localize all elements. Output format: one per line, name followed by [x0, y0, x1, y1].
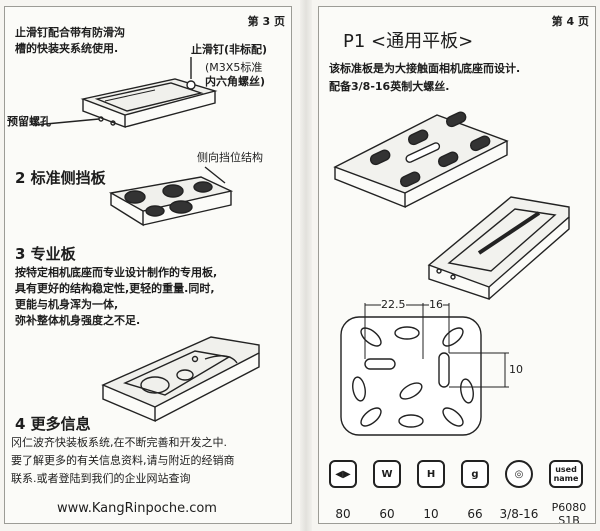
weight-icon: g: [461, 460, 489, 488]
used-name-value: P6080 S1B: [551, 501, 587, 524]
dimension-10: 10: [509, 363, 523, 376]
length-icon: ◀▶: [329, 460, 357, 488]
height-icon: H: [417, 460, 445, 488]
screw-value: 3/8-16: [499, 507, 539, 521]
length-value: 80: [335, 507, 351, 521]
stop-pin-spec-2: 内六角螺丝): [205, 75, 266, 88]
desc-line-1: 该标准板是为大接触面相机底座而设计.: [329, 62, 521, 75]
section-2-heading: 2 标准侧挡板: [15, 169, 106, 187]
section-3-line-2: 具有更好的结构稳定性,更轻的重量.同时,: [15, 282, 215, 295]
section-4-heading: 4 更多信息: [15, 415, 91, 433]
intro-line-2: 槽的快装夹系统使用.: [15, 42, 119, 55]
stop-pin-spec: (M3X5标准: [205, 61, 263, 74]
side-stop-label: 侧向挡位结构: [197, 151, 263, 164]
product-title: P1 <通用平板>: [343, 31, 474, 52]
section-3-heading: 3 专业板: [15, 245, 76, 263]
plate-illustration-1: [34, 57, 260, 423]
used-name-icon: used name: [549, 460, 583, 488]
weight-value: 66: [467, 507, 483, 521]
section-4-line-1: 冈仁波齐快装板系统,在不断完善和开发之中.: [11, 436, 227, 449]
p1-plate-illustration: [333, 111, 570, 436]
page-number: 第 3 页: [247, 15, 285, 28]
website-link[interactable]: www.KangRinpoche.com: [57, 501, 217, 516]
page-number: 第 4 页: [551, 15, 589, 28]
section-4-line-3: 联系.或者登陆到我们的企业网站查询: [11, 472, 191, 485]
height-value: 10: [423, 507, 439, 521]
section-3-line-3: 更能与机身浑为一体,: [15, 298, 119, 311]
page-gutter: [300, 0, 312, 531]
width-value: 60: [379, 507, 395, 521]
desc-line-2: 配备3/8-16英制大螺丝.: [329, 80, 450, 93]
reserve-hole-label: 预留螺孔: [7, 115, 51, 128]
section-3-line-1: 按特定相机底座而专业设计制作的专用板,: [15, 266, 218, 279]
page-4: 第 4 页 P1 <通用平板> 该标准板是为大接触面相机底座而设计. 配备3/8…: [318, 6, 596, 524]
dimension-22-5: 22.5: [381, 298, 406, 312]
dimension-16: 16: [429, 298, 443, 312]
width-icon: W: [373, 460, 401, 488]
section-4-line-2: 要了解更多的有关信息资料,请与附近的经销商: [11, 454, 235, 467]
section-3-line-4: 弥补整体机身强度之不足.: [15, 314, 141, 327]
page-3: 第 3 页 止滑钉配合带有防滑沟 槽的快装夹系统使用. 止滑钉(非标配) (M3…: [4, 6, 292, 524]
intro-line-1: 止滑钉配合带有防滑沟: [15, 26, 125, 39]
stop-pin-label: 止滑钉(非标配): [191, 43, 268, 56]
screw-icon: ◎: [505, 460, 533, 488]
